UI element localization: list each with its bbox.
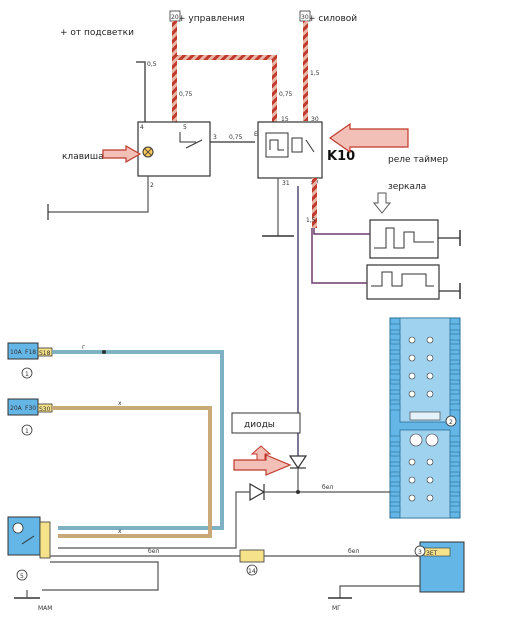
mirror-heater-2 xyxy=(366,264,440,300)
unit-3-badge xyxy=(414,545,426,557)
diodes-up-arrow-icon xyxy=(250,445,272,461)
dashboard-display-icon xyxy=(409,411,441,421)
unit-14-badge-label: 14 xyxy=(248,568,256,575)
wire-tan-label: х xyxy=(118,400,122,407)
mirrors-label: зеркала xyxy=(388,182,426,192)
diodes-label: диоды xyxy=(244,420,275,430)
fuse-f30-badge xyxy=(21,424,33,436)
fuse-f30-id: F30 xyxy=(25,405,36,412)
relay-pin15-label: 15 xyxy=(281,116,289,123)
relay-contact-icon xyxy=(305,139,315,153)
wire-unit5-ground xyxy=(42,561,159,591)
wire-tan xyxy=(52,406,212,538)
wire-15-out-label: 1,5 xyxy=(306,217,316,224)
fuse-f18-badge xyxy=(21,367,33,379)
sw-pin3-label: 3 xyxy=(213,134,217,141)
sw-pin2-label: 2 xyxy=(150,182,154,189)
dashboard-pins-left xyxy=(389,323,401,513)
wire-control-horizontal xyxy=(172,55,276,60)
wire-075-c-label: 0,75 xyxy=(229,134,243,141)
control-pin-label: 20 xyxy=(171,14,179,21)
wire-mirror-1-feed xyxy=(313,228,370,235)
key-arrow-icon xyxy=(102,144,142,164)
fuse-f18-id: F18 xyxy=(25,349,36,356)
wire-blue xyxy=(52,350,224,530)
wire-unit5-label: бел xyxy=(148,548,159,555)
relay-timer-arrow-icon xyxy=(328,122,409,154)
heater-2-element-icon xyxy=(371,271,434,287)
heater-1-element-icon xyxy=(374,227,434,249)
relay-pinE-label: E xyxy=(254,131,258,138)
backlight-label: + от подсветки xyxy=(60,28,134,38)
dashboard-indicator-icons xyxy=(408,336,439,502)
unit-5-switch-icon xyxy=(21,535,35,545)
unit-5-connector xyxy=(39,521,51,559)
wire-blue-label: г xyxy=(82,344,85,351)
dashboard-number-label: 2 xyxy=(449,419,453,426)
wire-diode2-to-unit5 xyxy=(58,491,250,549)
mirrors-arrow-icon xyxy=(372,192,392,214)
relay-coil-icon xyxy=(291,137,303,153)
fuse-f18-rating: 10A xyxy=(10,349,23,356)
switch-lever-icon xyxy=(185,139,203,149)
unit-5-badge xyxy=(16,569,28,581)
wire-15-power-label: 1,5 xyxy=(310,70,320,77)
wire-power xyxy=(303,21,308,121)
wire-14-label: бел xyxy=(348,548,359,555)
wire-junction-to-dashboard xyxy=(297,468,390,493)
dashboard-upper-panel xyxy=(399,317,451,423)
fuse-f30-conn-label: S30 xyxy=(39,406,51,413)
wire-backlight xyxy=(136,61,146,122)
wire-blue-dot xyxy=(102,350,106,354)
wire-control-vertical xyxy=(172,21,177,127)
relay-timer-element xyxy=(265,132,289,158)
unit-5 xyxy=(7,516,41,556)
control-label: + управления xyxy=(178,14,245,24)
relay-timer-label: реле таймер xyxy=(388,155,448,165)
wire-control-to-relay xyxy=(272,55,277,122)
ground-left-label: МАМ xyxy=(38,605,52,612)
unit-14-connector xyxy=(239,549,265,563)
switch-contact xyxy=(179,132,196,143)
lamp-cross-b xyxy=(144,148,152,156)
timer-pulse-icon xyxy=(269,139,284,151)
fuse-f30-rating: 20A xyxy=(10,405,23,412)
dashboard-pins-right xyxy=(449,323,461,513)
key-label: клавиша xyxy=(62,152,104,162)
sw-pin4-label: 4 xyxy=(140,124,144,131)
wire-unit3-ground xyxy=(339,585,420,598)
sw-pin5-label: 5 xyxy=(183,124,187,131)
wire-075-b-label: 0,75 xyxy=(279,91,293,98)
relay-k10 xyxy=(257,121,323,179)
dashboard-number-badge xyxy=(445,415,457,427)
relay-id-label: K10 xyxy=(327,149,355,164)
diode-1-icon xyxy=(288,455,308,470)
fuse-f18-conn-label: S18 xyxy=(39,350,51,357)
diodes-label-box xyxy=(231,412,301,434)
power-label: + силовой xyxy=(308,14,357,24)
unit-3-label: ЗЕТ xyxy=(426,550,438,557)
unit-14-badge xyxy=(246,564,258,576)
wire-mirror-2-feed xyxy=(311,228,367,284)
wire-05-label: 0,5 xyxy=(147,61,157,68)
unit-5-lamp-icon xyxy=(12,522,24,534)
fuse-f30-badge-label: 1 xyxy=(25,428,29,435)
diodes-arrow-icon xyxy=(233,454,292,476)
wire-switch-ground xyxy=(48,176,149,213)
unit-5-badge-label: 5 xyxy=(20,573,24,580)
wire-tan-label-2: х xyxy=(118,528,122,535)
dashboard-lower-panel xyxy=(399,429,451,519)
power-pin-label: 30 xyxy=(301,14,309,21)
relay-pin30-label: 30 xyxy=(311,116,319,123)
wire-075-a-label: 0,75 xyxy=(179,91,193,98)
relay-pin31-label: 31 xyxy=(282,180,290,187)
wire-dash-label: бел xyxy=(322,484,333,491)
unit-3-badge-label: 3 xyxy=(418,549,422,556)
wire-relay-output xyxy=(312,178,317,228)
fuse-f18-badge-label: 1 xyxy=(25,371,29,378)
ground-right-label: МГ xyxy=(332,605,341,612)
diode-2-icon xyxy=(249,482,266,502)
junction-dot xyxy=(296,490,300,494)
